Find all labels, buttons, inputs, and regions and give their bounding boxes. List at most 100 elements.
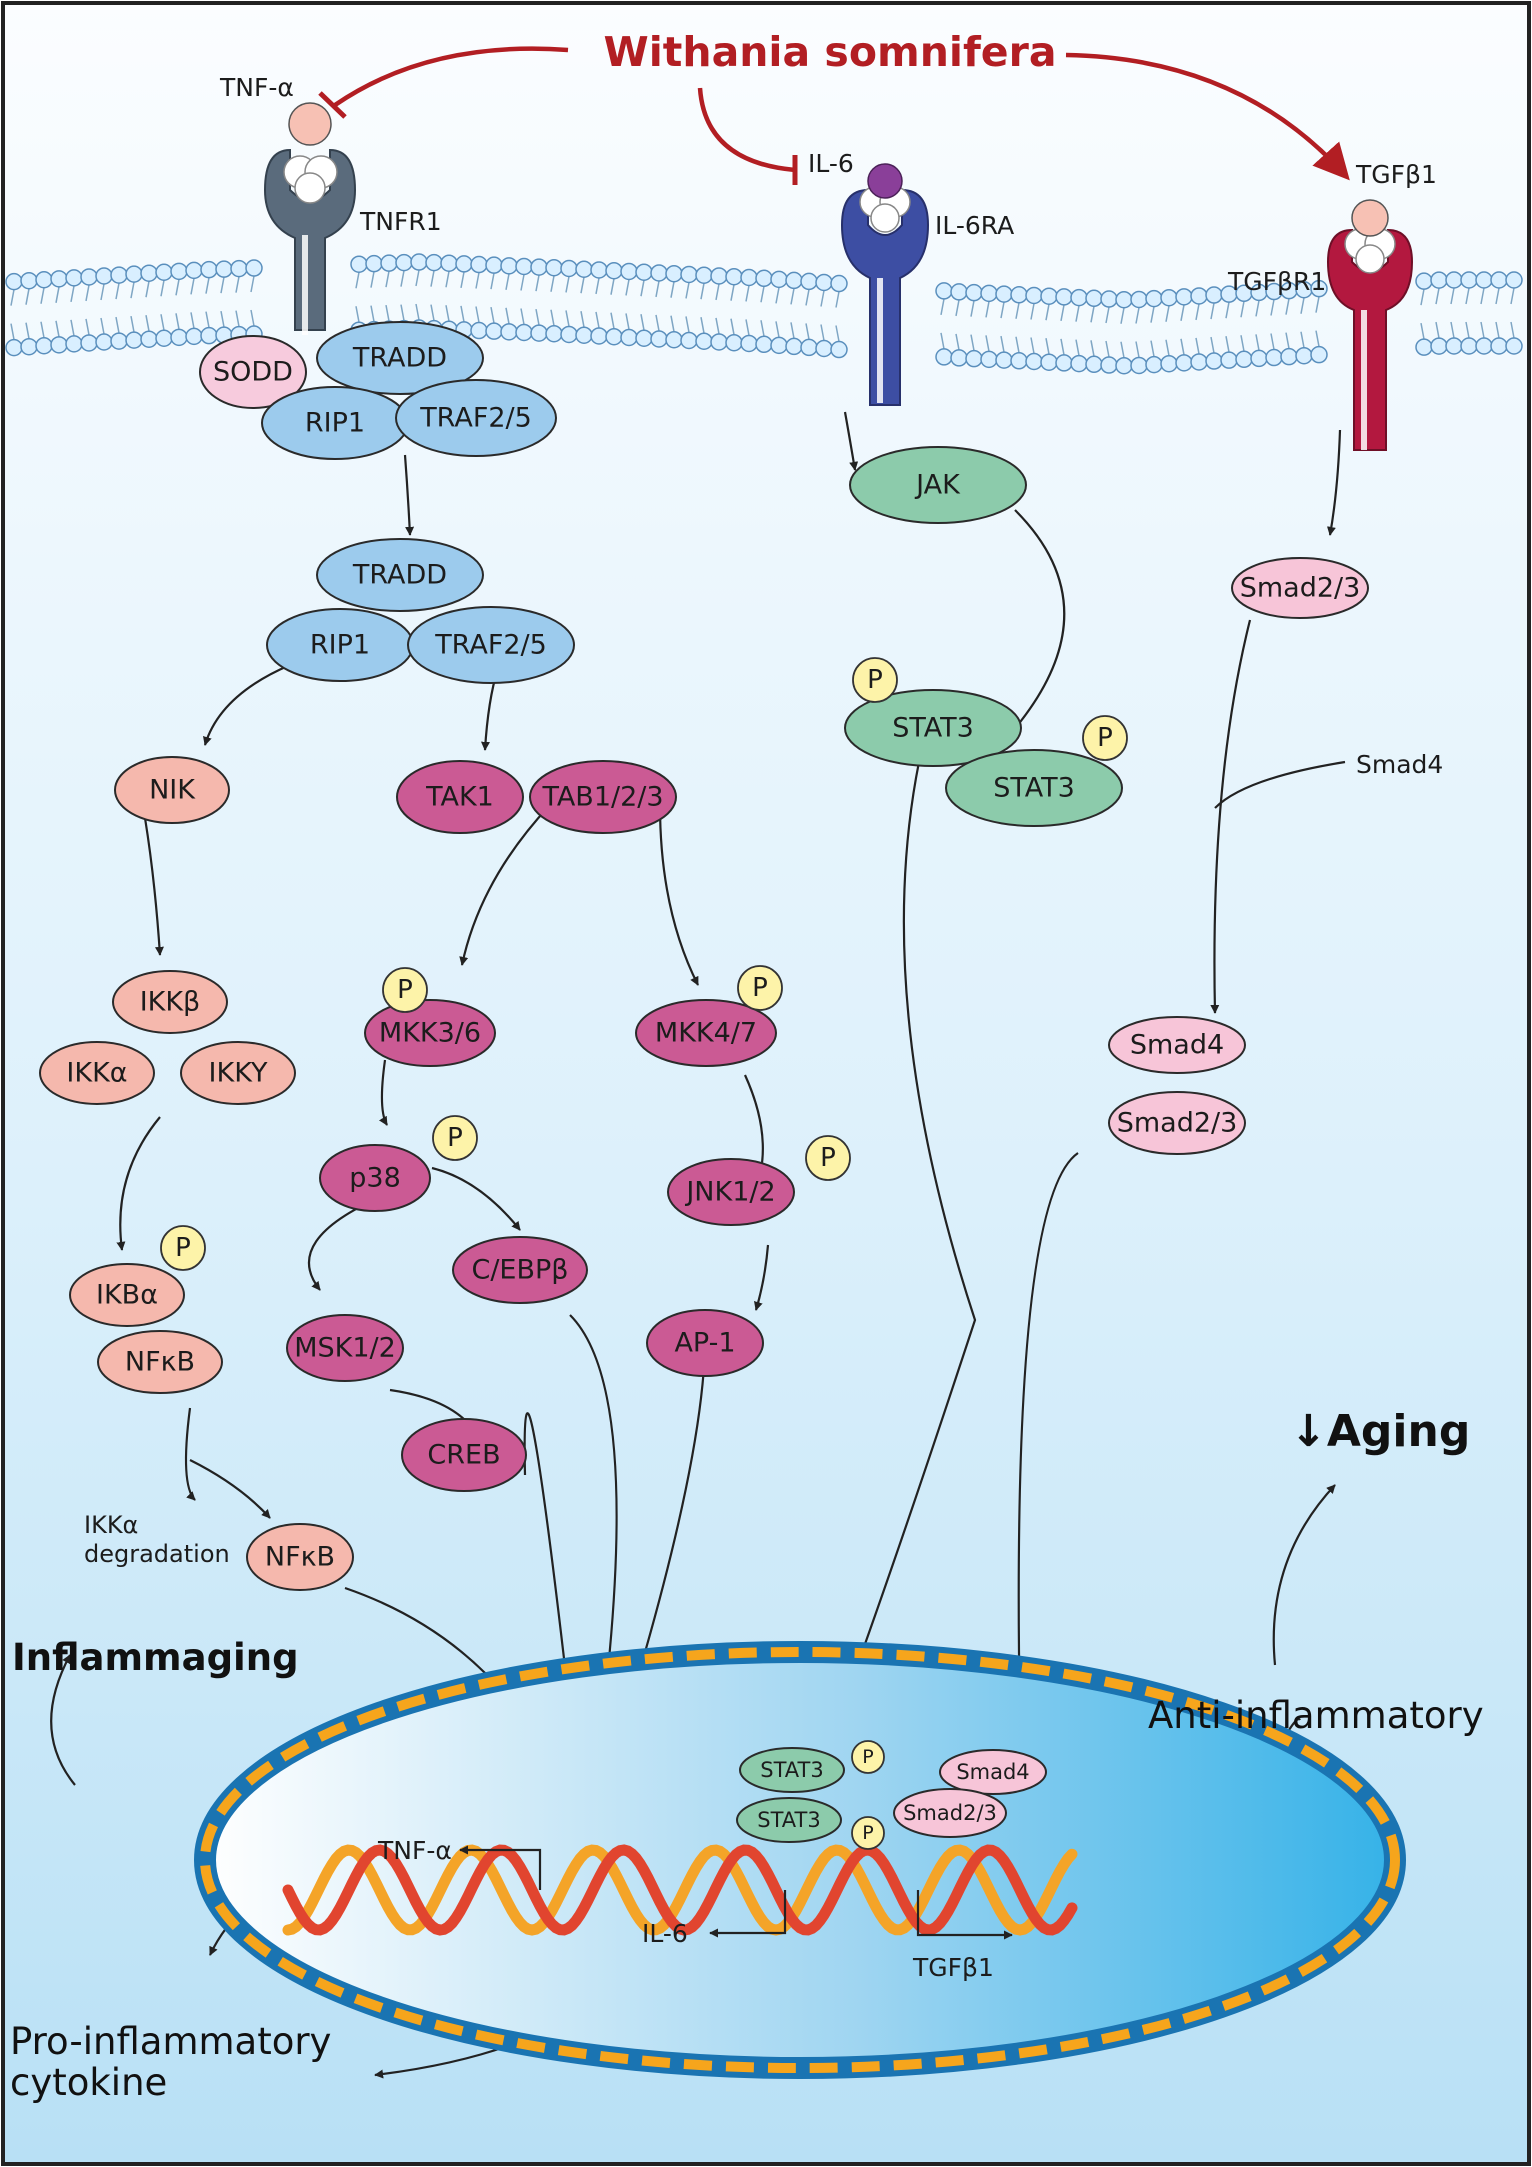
phospho-marker: P <box>382 967 428 1013</box>
node-msk: MSK1/2 <box>286 1314 404 1382</box>
phospho-label: P <box>175 1233 191 1263</box>
inhibit-tnf-line <box>333 46 569 107</box>
node-label-jnk: JNK1/2 <box>684 1177 775 1208</box>
inhibit-tnf-bar <box>318 91 347 119</box>
tnfr1-receptor <box>263 148 357 335</box>
node-stat3-a: STAT3 <box>844 689 1022 767</box>
node-tradd-1: TRADD <box>316 321 484 395</box>
node-stat3-b: STAT3 <box>945 749 1123 827</box>
node-label-msk: MSK1/2 <box>294 1333 396 1364</box>
node-label-tradd-1: TRADD <box>352 343 447 374</box>
anti-inflammatory-label: Anti-inflammatory <box>1148 1694 1484 1737</box>
node-label-smad23-2: Smad2/3 <box>1117 1108 1238 1139</box>
node-ikka: IKKα <box>39 1041 155 1105</box>
node-cebp: C/EBPβ <box>452 1236 588 1304</box>
phosphorylation-markers: P P P P P P P P P <box>160 657 1128 1850</box>
dna-il6-label: IL-6 <box>642 1919 688 1948</box>
withania-title: Withania somnifera <box>604 28 1057 76</box>
tgfb1-label: TGFβ1 <box>1355 160 1437 189</box>
node-label-mkk47: MKK4/7 <box>655 1018 757 1049</box>
node-traf-1: TRAF2/5 <box>395 379 557 457</box>
node-smad23-2: Smad2/3 <box>1108 1091 1246 1155</box>
dna-tnf-label: TNF-α <box>377 1836 452 1865</box>
node-label-rip1-1: RIP1 <box>305 408 365 439</box>
node-label-cebp: C/EBPβ <box>471 1255 568 1286</box>
node-smad4-1: Smad4 <box>1108 1016 1246 1074</box>
node-p38: p38 <box>319 1144 431 1212</box>
node-label-stat3-n1: STAT3 <box>760 1758 823 1782</box>
phospho-marker: P <box>737 965 783 1011</box>
node-label-traf-1: TRAF2/5 <box>419 403 532 434</box>
node-label-ikky: IKKY <box>209 1058 268 1089</box>
phospho-label: P <box>862 1746 873 1768</box>
phospho-marker: P <box>805 1135 851 1181</box>
phospho-label: P <box>1097 723 1113 753</box>
node-label-tab: TAB1/2/3 <box>541 782 663 813</box>
tgf-transcription-arrow <box>916 1890 1013 1940</box>
node-label-ikba: IKBα <box>96 1280 158 1311</box>
tnf-alpha-ligand <box>288 102 332 146</box>
node-rip1-1: RIP1 <box>261 386 409 460</box>
node-label-tak1: TAK1 <box>425 782 494 813</box>
node-label-ap1: AP-1 <box>674 1328 735 1359</box>
nucleus <box>194 1641 1406 2079</box>
dna-helix <box>282 1844 1078 1936</box>
phospho-marker: P <box>432 1115 478 1161</box>
node-ikba: IKBα <box>69 1263 185 1327</box>
ikka-degradation-label-1: IKKα <box>84 1511 138 1539</box>
phospho-label: P <box>862 1822 873 1844</box>
node-ikkb: IKKβ <box>112 970 228 1034</box>
node-smad23-n: Smad2/3 <box>893 1788 1007 1838</box>
ikka-degradation-label-2: degradation <box>84 1540 230 1568</box>
node-label-nik: NIK <box>149 775 196 806</box>
il6-transcription-arrow <box>709 1890 787 1938</box>
node-label-traf-2: TRAF2/5 <box>434 630 547 661</box>
phospho-label: P <box>867 665 883 695</box>
node-label-smad4-n: Smad4 <box>956 1760 1029 1784</box>
phospho-marker: P <box>851 1816 885 1850</box>
node-tab: TAB1/2/3 <box>529 760 677 834</box>
node-mkk47: MKK4/7 <box>635 999 777 1067</box>
node-mkk36: MKK3/6 <box>364 999 496 1067</box>
node-label-ikkb: IKKβ <box>140 987 201 1018</box>
node-stat3-n2: STAT3 <box>736 1797 842 1843</box>
tgfb1-ligand <box>1351 199 1389 237</box>
node-label-stat3-n2: STAT3 <box>757 1808 820 1832</box>
node-label-creb: CREB <box>427 1440 500 1471</box>
node-nfkb-1: NFκB <box>97 1330 223 1394</box>
smad4-free-label: Smad4 <box>1356 750 1443 779</box>
node-label-smad23-1: Smad2/3 <box>1240 573 1361 604</box>
pro-inflammatory-label-2: cytokine <box>10 2061 167 2104</box>
pro-inflammatory-label-1: Pro-inflammatory <box>10 2020 331 2063</box>
node-label-smad4-1: Smad4 <box>1130 1030 1224 1061</box>
node-label-jak: JAK <box>914 470 961 501</box>
phospho-marker: P <box>160 1225 206 1271</box>
activate-tgf-arrow <box>1065 52 1350 181</box>
node-ikky: IKKY <box>180 1041 296 1105</box>
node-jnk: JNK1/2 <box>667 1158 795 1226</box>
tgfbr1-label: TGFβR1 <box>1227 267 1326 296</box>
tgfbr1-receptor <box>1326 228 1414 451</box>
node-label-nfkb-1: NFκB <box>125 1347 195 1378</box>
node-label-ikka: IKKα <box>66 1058 127 1089</box>
node-label-tradd-2: TRADD <box>352 560 447 591</box>
phospho-label: P <box>447 1123 463 1153</box>
phospho-label: P <box>397 975 413 1005</box>
node-label-p38: p38 <box>349 1163 401 1194</box>
phospho-marker: P <box>1082 715 1128 761</box>
node-ap1: AP-1 <box>646 1309 764 1377</box>
node-label-mkk36: MKK3/6 <box>379 1018 481 1049</box>
phospho-marker: P <box>852 657 898 703</box>
inflammaging-label: Inflammaging <box>12 1636 299 1679</box>
il6ra-label: IL-6RA <box>935 211 1014 240</box>
dna-tgf-label: TGFβ1 <box>912 1953 994 1982</box>
node-sodd: SODD <box>199 335 307 409</box>
node-smad4-n: Smad4 <box>939 1749 1047 1795</box>
node-tradd-2: TRADD <box>316 538 484 612</box>
phospho-label: P <box>820 1143 836 1173</box>
tnfr1-label: TNFR1 <box>359 207 442 236</box>
node-smad23-1: Smad2/3 <box>1231 557 1369 619</box>
phospho-label: P <box>752 973 768 1003</box>
